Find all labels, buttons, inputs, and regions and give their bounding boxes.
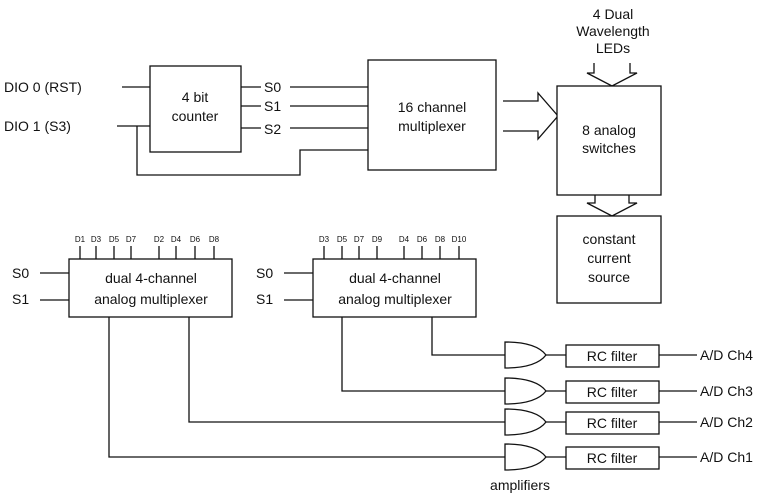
dio0-label: DIO 0 (RST) <box>4 79 82 95</box>
right-pin-label: D9 <box>372 235 383 244</box>
amplifier-ch1-icon <box>504 443 547 471</box>
left-pin-label: D8 <box>209 235 220 244</box>
leds-arrow <box>586 63 638 87</box>
counter-block <box>149 65 242 153</box>
switches-label-2: switches <box>582 140 636 156</box>
amplifiers-label: amplifiers <box>490 477 550 493</box>
right-pin-label: D10 <box>452 235 467 244</box>
rc-filter-label: RC filter <box>587 384 638 400</box>
right-mux-label-2: analog multiplexer <box>338 291 452 307</box>
counter-s2-label: S2 <box>264 121 281 137</box>
right-analog-mux-block <box>312 258 477 318</box>
counter-label-1: 4 bit <box>182 89 209 105</box>
counter-s1-label: S1 <box>264 98 281 114</box>
left-pin-label: D6 <box>190 235 201 244</box>
ad-ch4-label: A/D Ch4 <box>700 347 753 363</box>
mux16-label-2: multiplexer <box>398 118 466 134</box>
route-ch1 <box>108 317 505 458</box>
ad-ch1-label: A/D Ch1 <box>700 449 753 465</box>
counter-s0-label: S0 <box>264 79 281 95</box>
amplifier-ch3-icon <box>504 377 547 405</box>
right-mux-label-1: dual 4-channel <box>349 270 441 286</box>
amplifier-ch4-icon <box>504 341 547 369</box>
left-mux-s1-label: S1 <box>12 291 29 307</box>
left-mux-label-2: analog multiplexer <box>94 291 208 307</box>
amplifier-ch2-icon <box>504 408 547 436</box>
left-pin-label: D7 <box>126 235 137 244</box>
right-pin-label: D5 <box>337 235 348 244</box>
left-pin-label: D1 <box>75 235 86 244</box>
current-label-3: source <box>588 269 630 285</box>
switches-to-current-arrow <box>586 195 638 217</box>
current-source-block <box>556 215 662 304</box>
rc-filter-label: RC filter <box>587 450 638 466</box>
right-pin-label: D7 <box>354 235 365 244</box>
mux16-block <box>367 59 497 171</box>
right-pin-label: D4 <box>399 235 410 244</box>
current-label-1: constant <box>583 231 636 247</box>
left-mux-pin-labels: D1 D3 D5 D7 D2 D4 D6 D8 <box>75 235 220 244</box>
dio1-label: DIO 1 (S3) <box>4 118 71 134</box>
left-pin-label: D2 <box>154 235 165 244</box>
rc-filter-ch4 <box>565 344 660 368</box>
right-mux-pin-labels: D3 D5 D7 D9 D4 D6 D8 D10 <box>319 235 467 244</box>
rc-filter-ch1 <box>565 446 660 470</box>
rc-filter-ch2 <box>565 411 660 435</box>
right-pin-label: D6 <box>417 235 428 244</box>
left-mux-label-1: dual 4-channel <box>105 270 197 286</box>
dio1-s3-route <box>136 126 368 176</box>
ad-ch3-label: A/D Ch3 <box>700 383 753 399</box>
ad-ch2-label: A/D Ch2 <box>700 414 753 430</box>
right-pin-label: D8 <box>435 235 446 244</box>
left-pin-label: D3 <box>91 235 102 244</box>
leds-label-2: Wavelength <box>576 23 649 39</box>
route-ch3 <box>341 317 505 392</box>
switches-block <box>556 85 662 196</box>
rc-filter-ch3 <box>565 380 660 404</box>
right-mux-s0-label: S0 <box>256 265 273 281</box>
route-ch4 <box>431 317 505 356</box>
right-pin-label: D3 <box>319 235 330 244</box>
left-analog-mux-block <box>68 258 233 318</box>
rc-filter-label: RC filter <box>587 415 638 431</box>
counter-label-2: counter <box>172 108 219 124</box>
leds-label-1: 4 Dual <box>593 6 633 22</box>
left-pin-label: D5 <box>109 235 120 244</box>
current-label-2: current <box>587 250 631 266</box>
left-pin-label: D4 <box>171 235 182 244</box>
route-ch2 <box>188 317 505 423</box>
left-mux-s0-label: S0 <box>12 265 29 281</box>
leds-label-3: LEDs <box>596 40 630 56</box>
mux16-label-1: 16 channel <box>398 99 467 115</box>
right-mux-s1-label: S1 <box>256 291 273 307</box>
switches-label-1: 8 analog <box>582 122 636 138</box>
right-mux-pin-ticks <box>323 246 460 259</box>
left-mux-pin-ticks <box>79 246 215 259</box>
rc-filter-label: RC filter <box>587 348 638 364</box>
mux-to-switches-arrow <box>503 91 559 141</box>
